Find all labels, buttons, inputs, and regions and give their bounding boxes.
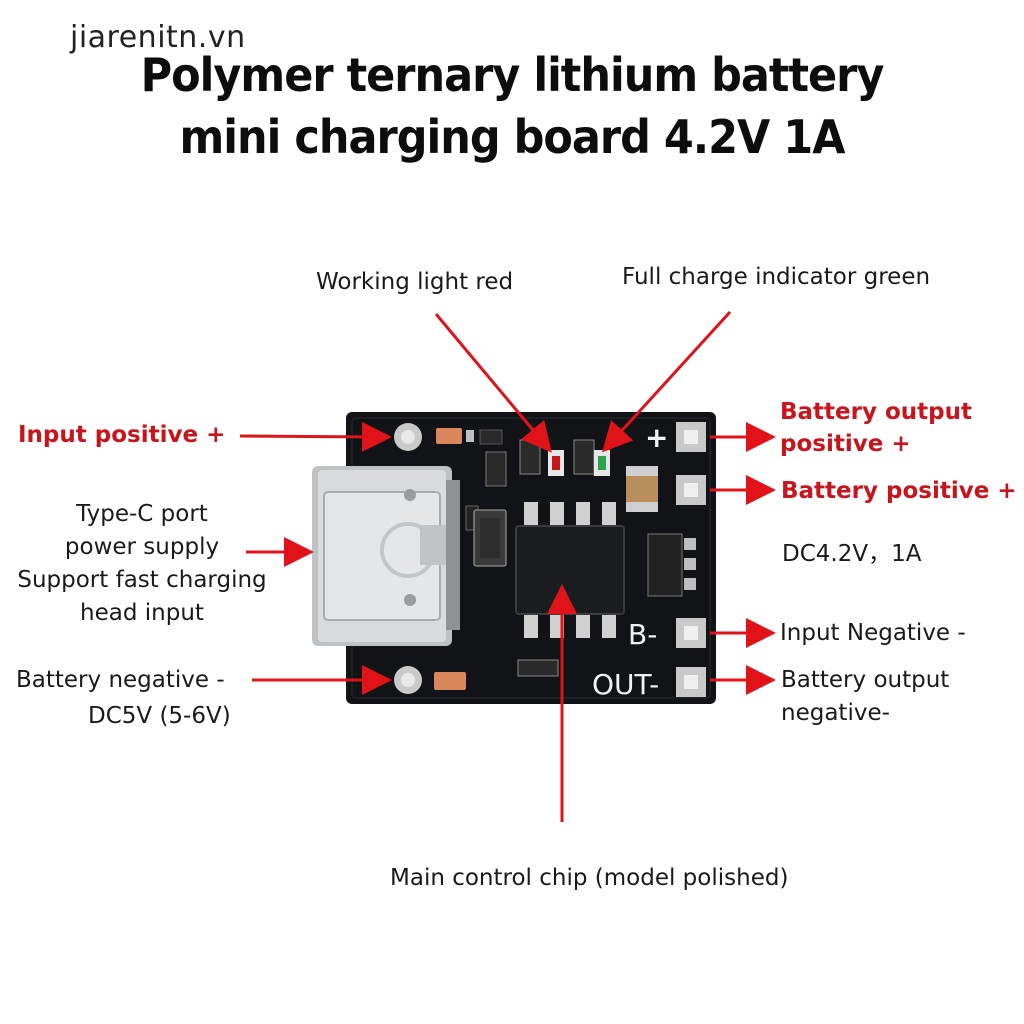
label-dc5v: DC5V (5-6V) <box>88 703 231 729</box>
label-working-light: Working light red <box>316 269 514 295</box>
arrow-working-light <box>434 313 552 453</box>
label-full-charge: Full charge indicator green <box>622 264 931 290</box>
label-typec-4: head input <box>80 600 204 626</box>
label-typec-3: Support fast charging <box>17 567 267 593</box>
title-line-1: Polymer ternary lithium battery <box>140 49 885 103</box>
main-control-chip <box>515 502 625 638</box>
silkscreen-plus: + <box>645 421 668 454</box>
label-input-positive: Input positive + <box>18 422 226 448</box>
arrow-full-charge <box>601 310 732 453</box>
silkscreen-b-minus: B- <box>628 618 657 651</box>
label-typec-2: power supply <box>64 534 220 560</box>
label-main-chip: Main control chip (model polished) <box>390 865 789 891</box>
label-battery-output-positive-2: positive + <box>780 431 911 457</box>
label-battery-positive: Battery positive + <box>781 478 1017 504</box>
label-battery-output-negative-2: negative- <box>781 700 890 726</box>
label-battery-output-negative-1: Battery output <box>781 667 950 693</box>
title-line-2: mini charging board 4.2V 1A <box>179 111 846 165</box>
arrow-input-positive <box>239 421 392 452</box>
label-input-negative: Input Negative - <box>780 620 966 646</box>
label-battery-output-positive-1: Battery output <box>780 399 972 425</box>
label-typec-1: Type-C port <box>76 501 208 527</box>
led-indicators <box>519 439 610 476</box>
silkscreen-out-minus: OUT- <box>592 668 659 701</box>
label-battery-negative: Battery negative - <box>16 667 225 693</box>
watermark-text: jiarenitn.vn <box>70 20 246 55</box>
type-c-connector <box>312 466 460 646</box>
label-dc-rating: DC4.2V，1A <box>782 541 922 567</box>
